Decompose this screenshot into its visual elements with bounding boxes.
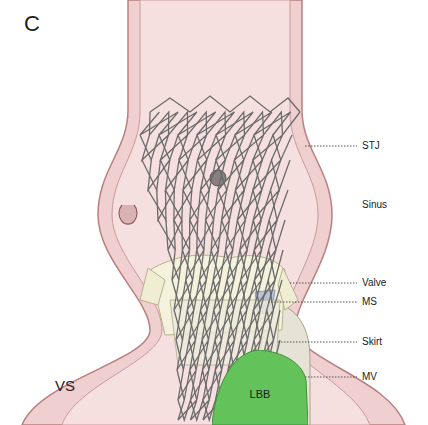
stent-strut xyxy=(148,190,288,220)
part-label: Valve xyxy=(362,277,386,288)
part-label: Sinus xyxy=(362,199,387,210)
part-label: Skirt xyxy=(362,336,382,347)
leader-lines xyxy=(268,146,357,377)
leader-line xyxy=(268,302,357,303)
aortic-wall xyxy=(22,0,405,425)
leader-line xyxy=(290,283,357,284)
stent-strut xyxy=(148,160,281,190)
stent-strut xyxy=(174,280,275,310)
part-label: MV xyxy=(362,371,377,382)
stent-strut xyxy=(158,220,285,250)
stent-strut xyxy=(140,135,292,160)
stent-strut xyxy=(142,160,290,190)
coronary-ostium xyxy=(119,205,137,224)
stent-strut xyxy=(174,310,280,340)
region-label: VS xyxy=(55,378,75,395)
stent-strut xyxy=(142,135,283,160)
leader-line xyxy=(305,146,357,147)
stent-strut xyxy=(176,310,273,340)
leader-line xyxy=(305,377,357,378)
stent-strut xyxy=(168,250,283,280)
lbb-region: LBB xyxy=(212,350,308,425)
part-label: STJ xyxy=(362,140,380,151)
stent-strut xyxy=(172,250,276,280)
stent-crown xyxy=(150,96,300,112)
part-label: MS xyxy=(362,296,377,307)
stent-strut xyxy=(172,280,282,310)
valve-leaflet xyxy=(140,268,165,305)
stent-strut xyxy=(140,112,291,135)
lbb-fill xyxy=(212,350,308,425)
panel-letter: C xyxy=(24,12,40,36)
stent-strut xyxy=(157,190,280,220)
leader-line xyxy=(278,342,357,343)
aortic-lumen xyxy=(62,0,370,425)
valve-leaflet xyxy=(278,268,298,310)
stent-strut xyxy=(166,220,277,250)
node-text: LBB xyxy=(212,388,308,400)
